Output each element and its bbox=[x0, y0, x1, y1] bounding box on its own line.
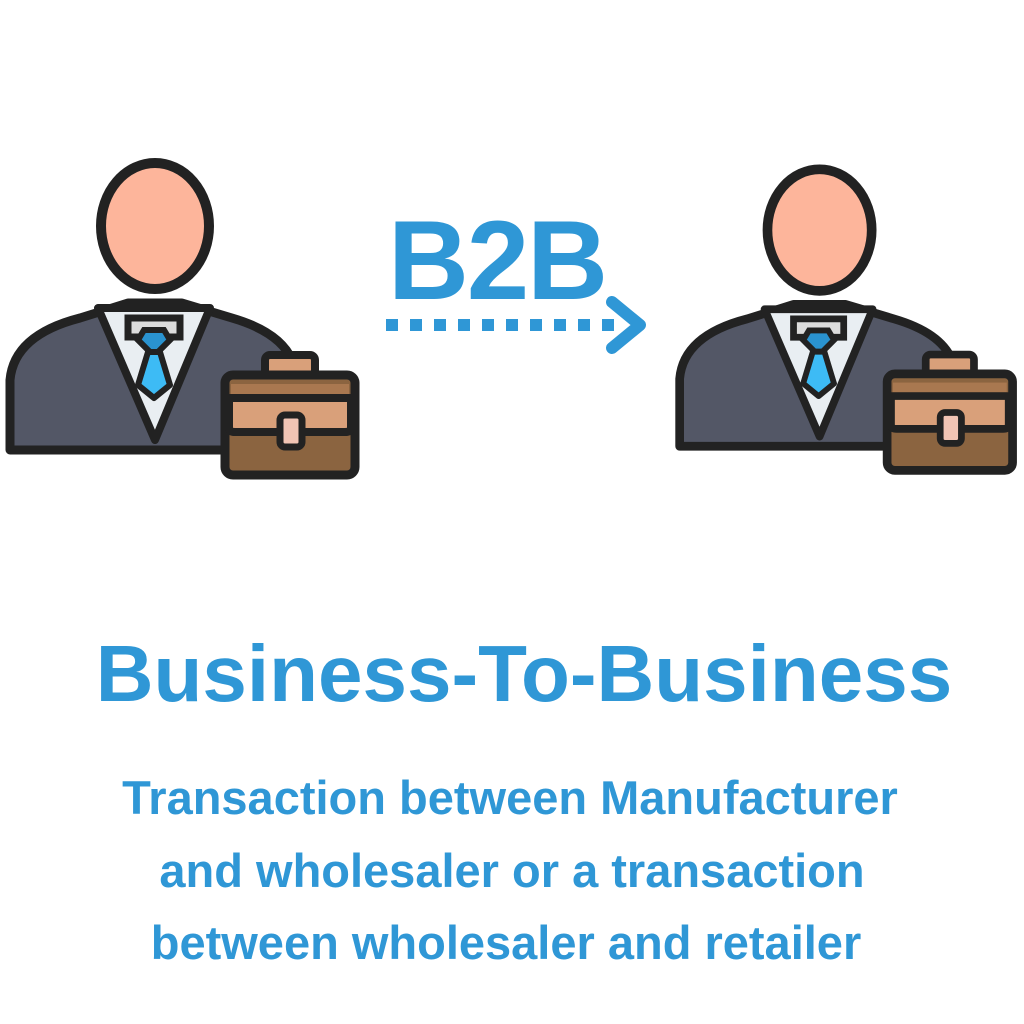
description-line: and wholesaler or a transaction bbox=[159, 844, 865, 897]
description-line: Transaction between Manufacturer bbox=[122, 771, 898, 824]
description-line: between wholesaler and retailer bbox=[150, 916, 862, 969]
businessman-with-briefcase-icon bbox=[10, 163, 355, 475]
b2b-label: B2B bbox=[388, 198, 608, 323]
businessman-with-briefcase-icon bbox=[680, 169, 1013, 470]
dotted-arrow-right-icon bbox=[386, 296, 646, 354]
title: Business-To-Business bbox=[95, 629, 953, 718]
